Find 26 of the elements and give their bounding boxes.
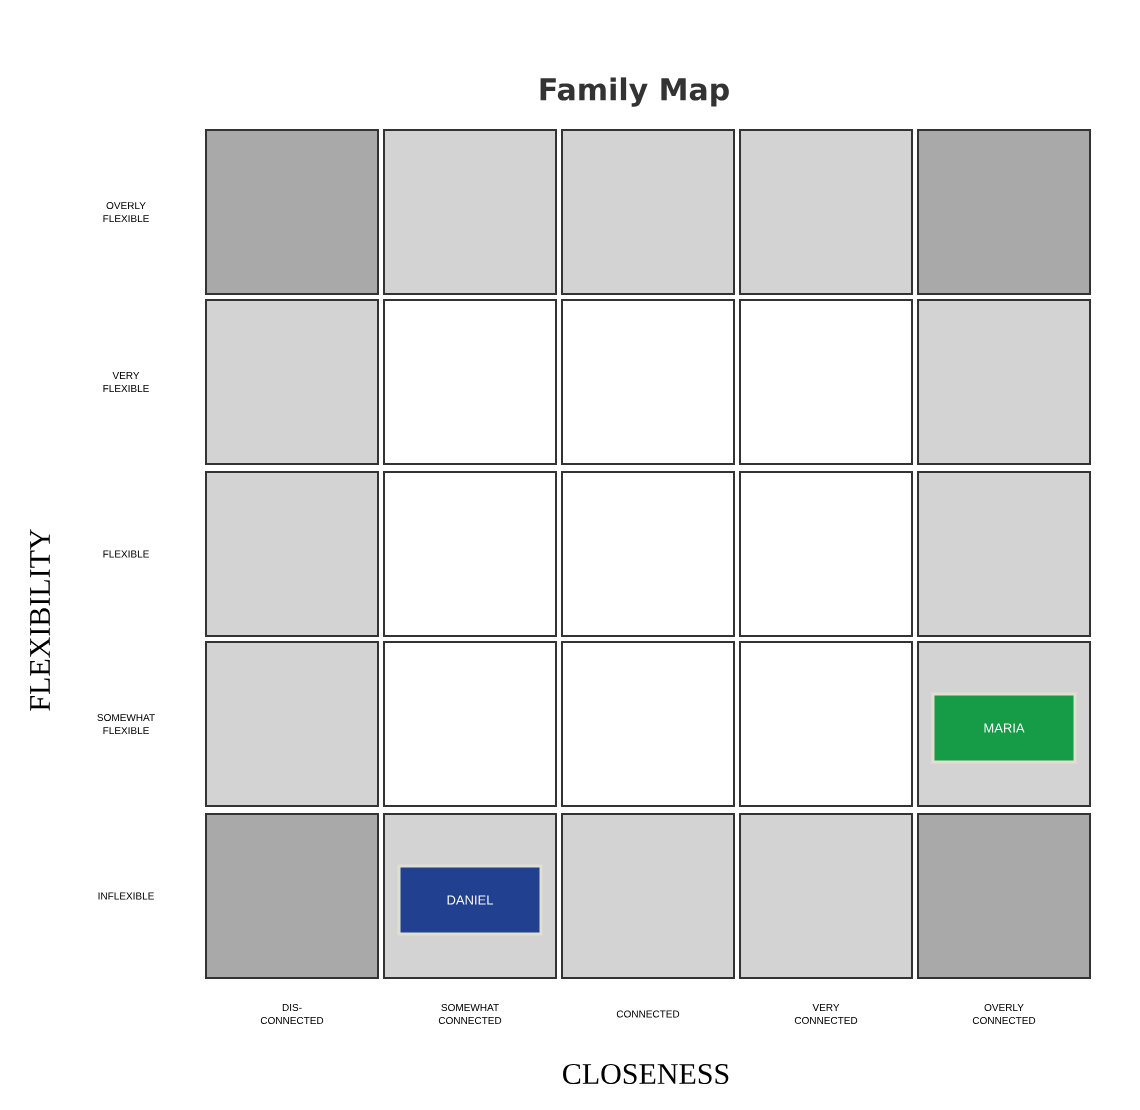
grid-cell	[205, 129, 379, 295]
grid-cell	[561, 641, 735, 807]
grid-cell	[917, 299, 1091, 465]
grid-cell	[917, 813, 1091, 979]
grid-cell	[383, 129, 557, 295]
grid-cell	[383, 299, 557, 465]
title: Family Map	[540, 77, 729, 107]
axis-title: FLEXIBILITY	[30, 529, 50, 711]
grid-cell	[917, 471, 1091, 637]
grid-cell	[739, 129, 913, 295]
grid-cell	[205, 813, 379, 979]
grid-cell	[739, 471, 913, 637]
grid-cell	[739, 299, 913, 465]
grid-cell	[561, 813, 735, 979]
grid-cell	[205, 471, 379, 637]
grid-cell	[561, 471, 735, 637]
grid-cell	[205, 299, 379, 465]
axis-title: CLOSENESS	[563, 1063, 729, 1085]
grid-cell	[205, 641, 379, 807]
grid-cell	[383, 641, 557, 807]
grid-cell	[383, 471, 557, 637]
grid-cell	[561, 129, 735, 295]
grid-cell	[917, 129, 1091, 295]
grid-cell	[739, 641, 913, 807]
grid-cell	[561, 299, 735, 465]
grid-cell	[739, 813, 913, 979]
